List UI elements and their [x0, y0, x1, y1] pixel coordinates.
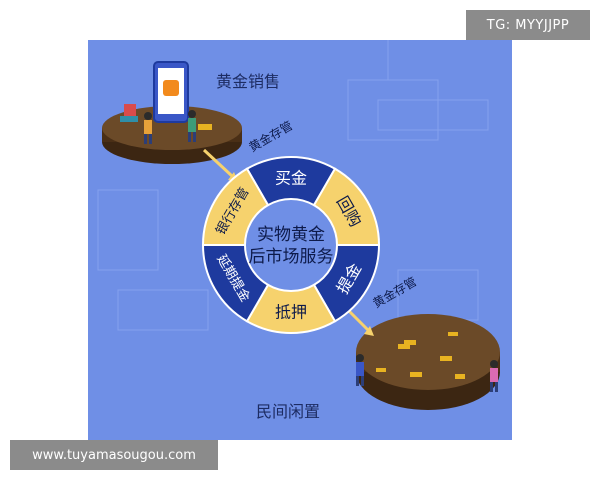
folk-platform: [356, 314, 500, 410]
ring-center-line2: 后市场服务: [249, 247, 334, 267]
person-icon: [188, 110, 196, 142]
person-icon: [356, 354, 364, 386]
folk-idle-label: 民间闲置: [256, 402, 321, 421]
ring-segment-label: 买金: [275, 169, 307, 188]
phone-icon: [153, 61, 189, 123]
person-icon: [490, 360, 498, 392]
sales-label: 黄金销售: [216, 72, 281, 91]
watermark-bottom: www.tuyamasougou.com: [10, 440, 218, 470]
ring-center: [247, 201, 335, 289]
shop-stand-icon: [120, 104, 212, 130]
storage-label-top: 黄金存管: [246, 118, 295, 155]
watermark-top: TG: MYYJJPP: [466, 10, 590, 40]
person-icon: [144, 112, 152, 144]
ring-segment: [201, 167, 270, 246]
background-grid: [97, 40, 489, 331]
ring-center-line1: 实物黄金: [257, 225, 325, 245]
storage-label-right: 黄金存管: [370, 274, 419, 311]
gold-bars: [376, 332, 465, 379]
ring-segment-label: 抵押: [275, 303, 307, 322]
